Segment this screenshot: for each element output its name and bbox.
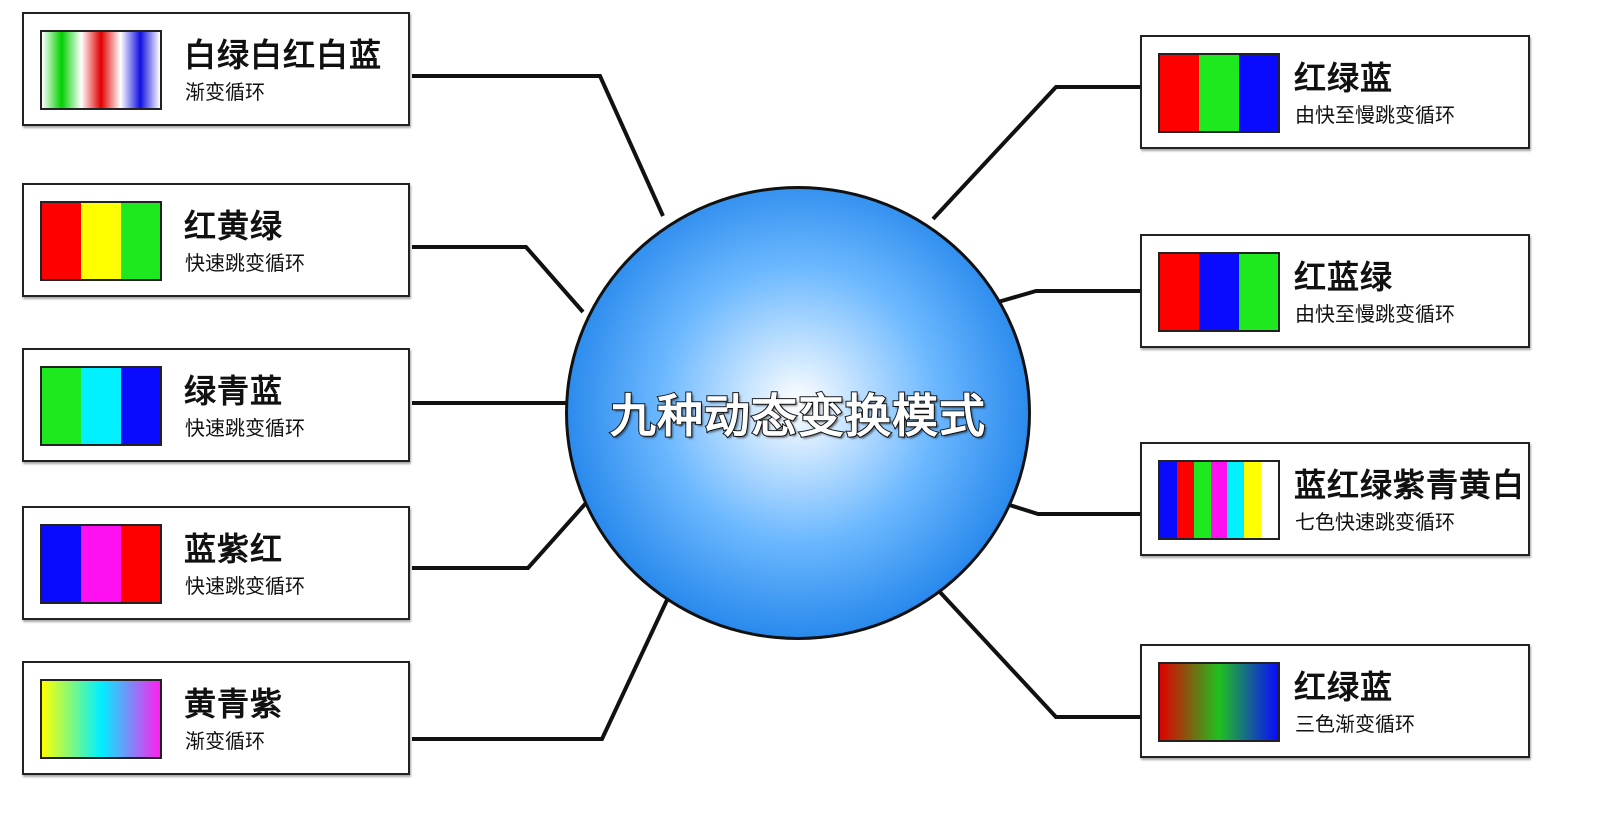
swatch-segment (1238, 254, 1278, 330)
swatch-segment (1244, 462, 1262, 538)
color-swatch (1158, 53, 1280, 133)
swatch-segment (1199, 55, 1239, 131)
connector-line (936, 588, 1140, 719)
mode-card-right-4: 红绿蓝 三色渐变循环 (1140, 644, 1530, 758)
swatch-segment (1210, 462, 1228, 538)
mode-card-right-1: 红绿蓝 由快至慢跳变循环 (1140, 35, 1530, 149)
swatch-segment (120, 526, 160, 602)
swatch-segment (1160, 254, 1200, 330)
mode-subtitle: 快速跳变循环 (185, 574, 305, 598)
color-swatch (40, 524, 162, 604)
swatch-segment (42, 526, 82, 602)
mode-title: 蓝红绿紫青黄白 (1294, 466, 1526, 504)
mode-title: 红蓝绿 (1294, 258, 1394, 296)
mode-card-right-2: 红蓝绿 由快至慢跳变循环 (1140, 234, 1530, 348)
swatch-segment (1176, 462, 1194, 538)
swatch-segment (81, 203, 121, 279)
color-swatch (40, 366, 162, 446)
mode-title: 白绿白红白蓝 (184, 36, 383, 74)
mode-card-right-3: 蓝红绿紫青黄白 七色快速跳变循环 (1140, 442, 1530, 556)
color-swatch (40, 201, 162, 281)
mode-card-left-3: 绿青蓝 快速跳变循环 (22, 348, 410, 462)
mode-card-left-1: 白绿白红白蓝 渐变循环 (22, 12, 410, 126)
connector-line (412, 599, 669, 741)
mode-subtitle: 渐变循环 (185, 729, 265, 753)
mode-subtitle: 七色快速跳变循环 (1295, 510, 1455, 534)
mode-title: 红绿蓝 (1294, 668, 1394, 706)
mode-subtitle: 渐变循环 (185, 80, 265, 104)
connector-line (1002, 501, 1140, 516)
mode-card-left-5: 黄青紫 渐变循环 (22, 661, 410, 775)
connector-line (997, 289, 1140, 304)
swatch-segment (1238, 55, 1278, 131)
connector-line (412, 245, 585, 314)
mode-subtitle: 三色渐变循环 (1295, 712, 1415, 736)
mode-title: 绿青蓝 (184, 372, 284, 410)
swatch-segment (1199, 254, 1239, 330)
mode-title: 黄青紫 (184, 685, 284, 723)
connector-line (412, 74, 665, 217)
swatch-segment (42, 203, 82, 279)
mode-title: 红绿蓝 (1294, 59, 1394, 97)
swatch-segment (1227, 462, 1245, 538)
center-hub: 九种动态变换模式 (565, 186, 1031, 640)
swatch-segment (120, 368, 160, 444)
mode-subtitle: 快速跳变循环 (185, 416, 305, 440)
swatch-segment (1160, 462, 1177, 538)
mode-card-left-4: 蓝紫红 快速跳变循环 (22, 506, 410, 620)
mode-subtitle: 快速跳变循环 (185, 251, 305, 275)
swatch-segment (120, 203, 160, 279)
color-swatch (1158, 252, 1280, 332)
mode-subtitle: 由快至慢跳变循环 (1295, 302, 1455, 326)
mode-title: 红黄绿 (184, 207, 284, 245)
mode-subtitle: 由快至慢跳变循环 (1295, 103, 1455, 127)
hub-label: 九种动态变换模式 (609, 388, 986, 444)
swatch-segment (1160, 55, 1200, 131)
swatch-segment (81, 526, 121, 602)
color-swatch (40, 679, 162, 759)
mode-title: 蓝紫红 (184, 530, 284, 568)
swatch-segment (81, 368, 121, 444)
swatch-segment (42, 368, 82, 444)
connector-line (931, 85, 1140, 221)
connector-line (412, 501, 588, 570)
color-swatch (40, 30, 162, 110)
color-swatch (1158, 460, 1280, 540)
mode-card-left-2: 红黄绿 快速跳变循环 (22, 183, 410, 297)
swatch-segment (1261, 462, 1278, 538)
color-swatch (1158, 662, 1280, 742)
swatch-segment (1193, 462, 1211, 538)
